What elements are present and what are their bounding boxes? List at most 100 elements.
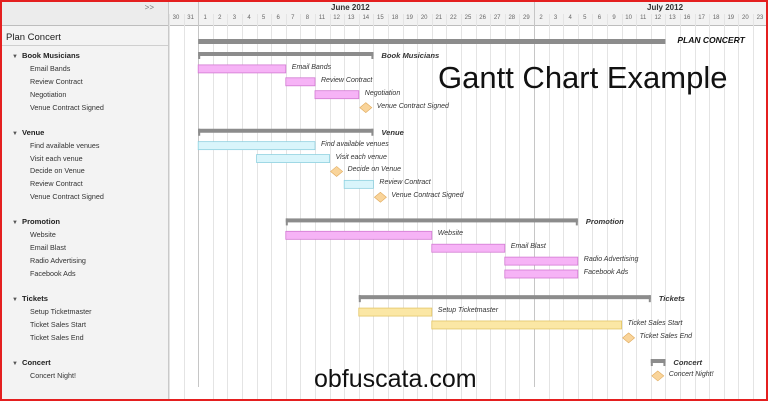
day-grid-line	[227, 14, 229, 399]
task-row[interactable]: Decide on Venue	[2, 166, 196, 178]
day-grid-line	[461, 14, 462, 399]
task-bar[interactable]	[197, 64, 287, 74]
task-group-row[interactable]: ▼Promotion	[2, 217, 178, 229]
task-row-label: Tickets	[22, 294, 49, 304]
task-row[interactable]: Find available venues	[2, 141, 196, 153]
task-row[interactable]: Facebook Ads	[2, 269, 196, 281]
milestone-diamond[interactable]	[359, 102, 373, 113]
task-row[interactable]: Website	[2, 230, 196, 242]
day-label: 31	[187, 15, 194, 21]
task-bar[interactable]	[431, 320, 622, 330]
day-label: 6	[597, 15, 602, 21]
task-group-row[interactable]: ▼ Venue	[2, 128, 178, 140]
summary-bar[interactable]	[650, 359, 666, 364]
summary-bar[interactable]	[198, 128, 374, 133]
disclosure-triangle-icon[interactable]: ▼	[12, 130, 18, 137]
day-grid-line	[300, 14, 302, 399]
task-row-label: Ticket Sales End	[30, 332, 84, 342]
task-row[interactable]: Venue Contract Signed	[2, 103, 196, 115]
day-label: 22	[450, 15, 457, 21]
task-row[interactable]: Email Blast	[2, 243, 196, 255]
task-row[interactable]: Radio Advertising	[2, 256, 196, 268]
day-label: 16	[683, 15, 691, 21]
task-row[interactable]: Ticket Sales Start	[2, 320, 196, 332]
task-row-label: Email Bands	[30, 63, 71, 73]
task-row[interactable]: Concert Night!	[2, 371, 196, 383]
day-grid-line	[256, 14, 258, 399]
day-label: 17	[698, 15, 705, 21]
task-bar[interactable]	[197, 141, 316, 151]
task-row[interactable]: Setup Ticketmaster	[2, 307, 196, 319]
project-row[interactable]: Plan Concert	[2, 32, 168, 46]
day-grid-line	[504, 14, 506, 399]
milestone-diamond[interactable]	[622, 332, 636, 344]
task-group-row[interactable]: ▼ Tickets	[2, 294, 178, 306]
summary-bar-left-cap	[358, 295, 361, 303]
task-group-row[interactable]: ▼Book Musicians	[2, 51, 178, 63]
day-grid-line	[417, 14, 419, 399]
day-grid-line	[344, 14, 346, 399]
task-row[interactable]: Visit each venue	[2, 154, 196, 166]
summary-bar[interactable]	[358, 295, 651, 300]
summary-bar[interactable]	[198, 52, 374, 56]
day-label: 18	[712, 15, 720, 21]
task-row[interactable]: Negotiation	[2, 90, 196, 102]
summary-bar-label: Promotion	[585, 217, 624, 227]
task-bar-label: Ticket Sales Start	[627, 319, 683, 327]
day-grid-line	[183, 14, 185, 399]
collapse-panel-button[interactable]: >>	[144, 3, 154, 12]
day-grid-line	[563, 14, 565, 399]
task-bar[interactable]	[256, 154, 330, 163]
task-bar[interactable]	[314, 90, 360, 100]
task-row-label: Review Contract	[30, 179, 83, 189]
project-summary-label: PLAN CONCERT	[677, 35, 745, 45]
disclosure-triangle-icon[interactable]: ▼	[12, 297, 18, 304]
task-row[interactable]: Review Contract	[2, 179, 196, 191]
summary-bar-label: Tickets	[658, 294, 685, 304]
task-bar[interactable]	[431, 243, 506, 253]
day-grid-line	[621, 14, 623, 399]
task-bar[interactable]	[285, 77, 316, 87]
milestone-diamond[interactable]	[373, 191, 387, 203]
task-bar-label: Setup Ticketmaster	[437, 307, 499, 315]
milestone-diamond[interactable]	[651, 370, 665, 382]
disclosure-triangle-icon[interactable]: ▼	[12, 54, 18, 60]
task-bar-label: Concert Night!	[668, 370, 714, 378]
disclosure-triangle-icon[interactable]: ▼	[12, 361, 18, 368]
task-row[interactable]: Review Contract	[2, 77, 196, 89]
summary-bar-left-cap	[198, 128, 201, 136]
day-label: 14	[362, 15, 370, 21]
task-bar-label: Decide on Venue	[347, 166, 402, 174]
project-summary-bar[interactable]	[198, 39, 666, 44]
milestone-diamond[interactable]	[330, 166, 344, 177]
day-grid-line	[490, 14, 492, 399]
day-label: 20	[420, 15, 428, 21]
task-bar[interactable]	[343, 179, 374, 189]
day-grid-line	[723, 14, 725, 399]
day-label: 2	[539, 15, 543, 21]
disclosure-triangle-icon[interactable]: ▼	[12, 220, 18, 227]
task-bar[interactable]	[504, 269, 579, 279]
task-row[interactable]: Venue Contract Signed	[2, 192, 196, 204]
summary-bar[interactable]	[285, 218, 578, 223]
task-bar[interactable]	[285, 230, 433, 240]
task-bar[interactable]	[504, 256, 579, 266]
day-label: 19	[727, 15, 735, 21]
day-grid-line	[665, 14, 667, 399]
day-label: 27	[493, 15, 501, 21]
task-group-row[interactable]: ▼Concert	[2, 358, 178, 370]
task-row-label: Facebook Ads	[30, 269, 76, 278]
day-label: 3	[553, 15, 558, 21]
task-row-label: Venue	[22, 127, 45, 137]
task-row-label: Decide on Venue	[30, 166, 85, 176]
day-label: 10	[625, 15, 632, 21]
task-row[interactable]: Ticket Sales End	[2, 333, 196, 345]
task-bar[interactable]	[358, 307, 433, 317]
task-row-label: Email Blast	[30, 243, 66, 253]
day-grid-line	[636, 14, 638, 399]
day-grid-line	[198, 2, 200, 387]
task-row-label: Setup Ticketmaster	[30, 307, 92, 317]
task-row[interactable]: Email Bands	[2, 64, 196, 76]
